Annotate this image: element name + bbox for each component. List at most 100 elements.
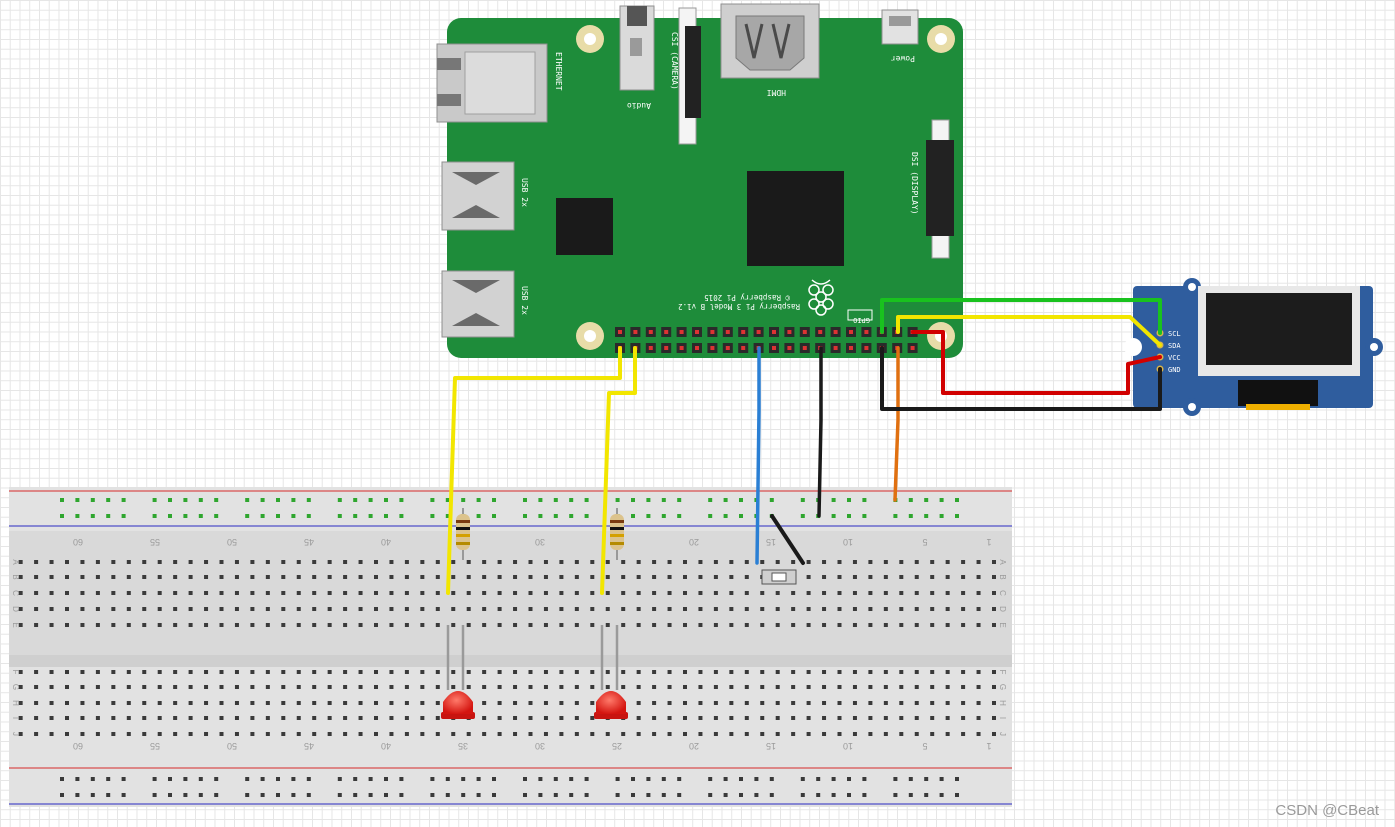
breadboard-hole xyxy=(683,560,687,564)
breadboard-hole xyxy=(265,732,270,736)
breadboard-hole xyxy=(296,701,301,705)
breadboard-hole xyxy=(482,732,487,736)
breadboard-hole xyxy=(49,623,54,627)
breadboard-hole xyxy=(713,716,718,720)
breadboard-hole xyxy=(945,701,950,705)
rail-hole xyxy=(847,498,851,502)
breadboard-hole xyxy=(837,623,842,627)
breadboard-hole xyxy=(281,701,286,705)
rail-hole xyxy=(553,793,558,797)
rail-hole xyxy=(893,793,898,797)
breadboard-hole xyxy=(961,607,966,611)
column-number: 15 xyxy=(766,741,776,751)
breadboard-hole xyxy=(219,591,224,595)
rail-hole xyxy=(677,777,682,781)
breadboard-hole xyxy=(34,701,39,705)
breadboard-hole xyxy=(729,607,734,611)
breadboard-hole xyxy=(65,575,69,579)
breadboard-hole xyxy=(852,623,857,627)
breadboard-hole xyxy=(204,607,209,611)
breadboard-hole xyxy=(466,670,471,674)
rail-hole xyxy=(476,793,481,797)
breadboard-hole xyxy=(636,623,641,627)
breadboard-hole xyxy=(791,670,796,674)
rail-hole xyxy=(106,498,111,502)
breadboard-hole xyxy=(513,716,518,720)
row-letter: B xyxy=(998,574,1007,579)
breadboard-hole xyxy=(543,560,548,564)
breadboard-hole xyxy=(219,560,224,564)
breadboard-hole xyxy=(111,732,116,736)
breadboard-hole xyxy=(142,607,147,611)
breadboard-hole xyxy=(343,575,348,579)
breadboard-hole xyxy=(961,701,966,705)
breadboard-hole xyxy=(265,560,270,564)
breadboard-hole xyxy=(404,560,409,564)
breadboard-hole xyxy=(945,716,950,720)
column-number: 50 xyxy=(227,537,237,547)
rail-hole xyxy=(276,777,280,781)
breadboard-hole xyxy=(157,575,162,579)
breadboard-hole xyxy=(157,607,162,611)
breadboard-hole xyxy=(95,716,100,720)
breadboard-hole xyxy=(312,716,317,720)
row-letter: F xyxy=(11,670,20,675)
breadboard-hole xyxy=(914,670,919,674)
breadboard-hole xyxy=(188,575,193,579)
breadboard-hole xyxy=(729,575,734,579)
breadboard-hole xyxy=(173,623,178,627)
rail-hole xyxy=(754,793,759,797)
breadboard-hole xyxy=(760,560,765,564)
raspberry-logo-icon xyxy=(808,279,834,316)
breadboard-hole xyxy=(219,732,224,736)
breadboard-hole xyxy=(760,670,765,674)
rail-hole xyxy=(661,777,666,781)
breadboard-hole xyxy=(543,716,548,720)
breadboard-hole xyxy=(961,685,966,689)
breadboard-hole xyxy=(914,607,919,611)
rail-hole xyxy=(198,514,203,518)
rail-hole xyxy=(924,498,929,502)
breadboard-hole xyxy=(791,701,796,705)
breadboard-hole xyxy=(852,607,857,611)
breadboard-hole xyxy=(497,575,502,579)
breadboard-hole xyxy=(312,670,317,674)
breadboard-hole xyxy=(652,591,657,595)
breadboard-hole xyxy=(574,685,579,689)
breadboard-hole xyxy=(188,670,193,674)
breadboard-hole xyxy=(976,716,981,720)
breadboard-hole xyxy=(652,607,657,611)
breadboard-hole xyxy=(296,607,301,611)
breadboard-hole xyxy=(389,623,394,627)
breadboard-hole xyxy=(312,575,317,579)
breadboard-hole xyxy=(992,670,996,674)
breadboard-hole xyxy=(945,591,950,595)
rail-hole xyxy=(90,777,95,781)
breadboard-hole xyxy=(65,560,69,564)
breadboard-hole xyxy=(683,670,687,674)
breadboard-hole xyxy=(435,732,440,736)
breadboard-hole xyxy=(34,623,39,627)
breadboard-hole xyxy=(914,623,919,627)
breadboard-hole xyxy=(343,701,348,705)
resistor-1 xyxy=(456,508,470,560)
breadboard-hole xyxy=(852,685,857,689)
breadboard-hole xyxy=(992,701,996,705)
breadboard-hole xyxy=(543,575,548,579)
breadboard-hole xyxy=(497,685,502,689)
breadboard-hole xyxy=(559,701,564,705)
column-number: 20 xyxy=(689,537,699,547)
breadboard-hole xyxy=(312,623,317,627)
wire-black-gnd xyxy=(880,346,1162,411)
rail-hole xyxy=(306,793,311,797)
breadboard-hole xyxy=(234,575,239,579)
rail-hole xyxy=(739,777,743,781)
breadboard-hole xyxy=(976,732,981,736)
breadboard-hole xyxy=(837,732,842,736)
rail-hole xyxy=(121,498,126,502)
breadboard-hole xyxy=(404,575,409,579)
pcb xyxy=(447,18,963,358)
rail-hole xyxy=(90,514,95,518)
breadboard-hole xyxy=(374,591,378,595)
rail-hole xyxy=(631,777,635,781)
